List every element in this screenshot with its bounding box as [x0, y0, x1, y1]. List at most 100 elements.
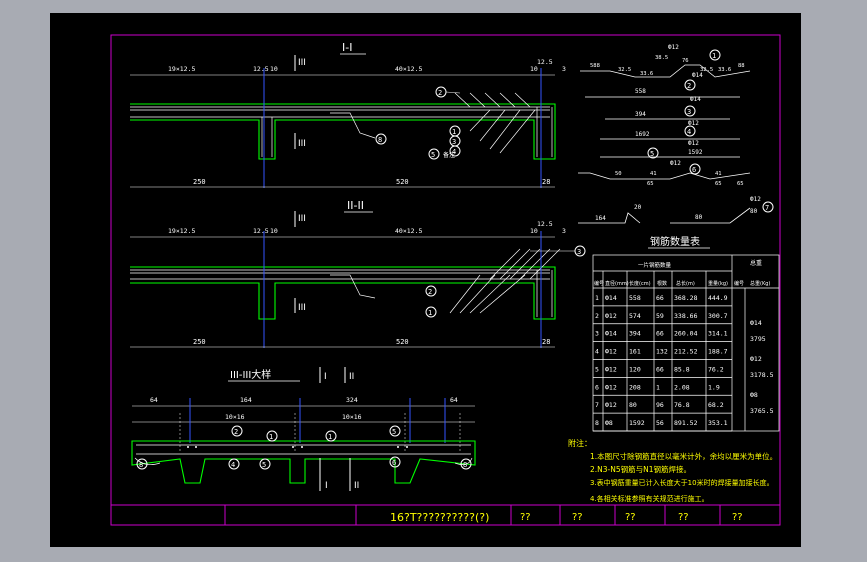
bar-seg: 76	[682, 58, 689, 64]
bar-spec: Ф14	[690, 96, 701, 103]
bar-spec: Ф12	[688, 140, 699, 147]
table-cell: Ф12	[605, 383, 617, 391]
table-cell: Ф12	[605, 401, 617, 409]
dim-text: 520	[396, 178, 409, 186]
title-block: 16?T??????????(?) ?? ?? ?? ?? ??	[390, 511, 743, 524]
cad-viewport[interactable]: 16?T??????????(?) ?? ?? ?? ?? ?? I-I III…	[50, 13, 801, 547]
title-block-main: 16?T??????????(?)	[390, 511, 489, 524]
bar-id: 7	[765, 204, 769, 212]
section-ii-ii: II-II III III 19×12.5 12.5 10 40×12.5 10…	[130, 199, 586, 348]
table-cell: Ф12	[605, 312, 617, 320]
table-cell: Ф12	[605, 348, 617, 356]
table-header: 长度(cm)	[629, 280, 651, 287]
dim-text: 10	[530, 65, 538, 73]
notes-heading: 附注：	[568, 438, 592, 448]
table-cell: 394	[629, 330, 641, 338]
table-header: 总重(Kg)	[750, 280, 770, 287]
callout-bubble: 8	[463, 461, 467, 469]
table-cell: 208	[629, 383, 641, 391]
bar-id: 5	[650, 150, 654, 158]
table-cell: 68.2	[708, 401, 724, 409]
bar-id: 1	[712, 52, 716, 60]
table-cell: Ф14	[605, 294, 617, 302]
dim-text: 64	[450, 396, 458, 404]
bar-seg: 65	[647, 181, 654, 187]
table-cell: 558	[629, 294, 641, 302]
table-group-header: 一片钢筋数量	[638, 261, 672, 269]
table-header: 根数	[657, 280, 667, 287]
bar-seg: 41	[715, 171, 722, 177]
section-iii-iii-detail: III-III大样 I II 64 164 324 64 10×16 10×16…	[131, 367, 476, 491]
bar-spec: Ф12	[670, 160, 681, 167]
callout-bubble: 5	[431, 151, 435, 159]
dim-text: 12.5	[253, 227, 269, 235]
table-title: 钢筋数量表	[650, 235, 700, 248]
table-total: Ф8	[750, 391, 758, 399]
dim-text: 10×16	[225, 413, 245, 421]
table-cell: Ф8	[605, 419, 613, 427]
bar-id: 6	[692, 166, 696, 174]
dim-text: 250	[193, 178, 206, 186]
drawing-canvas[interactable]: 16?T??????????(?) ?? ?? ?? ?? ?? I-I III…	[50, 13, 801, 547]
table-cell: 8	[595, 419, 599, 427]
callout-bubble: 8	[139, 461, 143, 469]
drawing-frame	[110, 34, 781, 526]
table-cell: 4	[595, 348, 599, 356]
table-total: Ф14	[750, 319, 762, 327]
title-block-cell: ??	[520, 512, 531, 523]
bar-shape-details: 1 Ф12 588 32.5 33.6 76 38.5 32.5 33.6 88…	[578, 44, 774, 224]
bar-seg: 32.5	[618, 67, 631, 73]
cut-label: II	[354, 481, 359, 491]
callout-bubble: 1	[328, 433, 332, 441]
bar-seg: 558	[635, 88, 646, 95]
dim-text: 250	[193, 338, 206, 346]
callout-bubble: 2	[428, 288, 432, 296]
table-cell: 1592	[629, 419, 645, 427]
bar-spec: Ф12	[750, 196, 761, 203]
table-cell: 76.2	[708, 365, 724, 373]
note-item: 2.N3-N5钢筋与N1钢筋焊接。	[590, 464, 691, 474]
table-header: 重量(kg)	[708, 280, 728, 287]
bar-seg: 164	[595, 215, 606, 222]
callout-bubble: 1	[428, 309, 432, 317]
dim-text: 10×16	[342, 413, 362, 421]
dim-text: 40×12.5	[395, 65, 422, 73]
bar-id: 2	[687, 82, 691, 90]
bar-seg: 80	[695, 214, 703, 221]
table-cell: 2.08	[674, 383, 690, 391]
table-cell: 59	[656, 312, 664, 320]
callout-bubble: 3	[577, 248, 581, 256]
table-total: 3765.5	[750, 407, 774, 415]
bar-seg: 394	[635, 111, 646, 118]
table-cell: 368.28	[674, 294, 698, 302]
table-cell: 353.1	[708, 419, 728, 427]
cut-label: II	[349, 372, 354, 382]
table-total: 3795	[750, 335, 766, 343]
callout-bubble: 1	[452, 128, 456, 136]
table-cell: 314.1	[708, 330, 728, 338]
dim-text: 40×12.5	[395, 227, 422, 235]
dim-text: 19×12.5	[168, 227, 195, 235]
bar-seg: 1592	[688, 149, 703, 156]
callout-bubble: 3	[452, 138, 456, 146]
table-cell: 338.66	[674, 312, 698, 320]
bar-seg: 20	[634, 204, 642, 211]
dim-text: 10	[270, 65, 278, 73]
table-cell: 66	[656, 330, 664, 338]
bar-id: 4	[687, 128, 691, 136]
table-cell: 76.8	[674, 401, 690, 409]
cut-label: III	[298, 139, 306, 149]
bar-spec: Ф12	[688, 120, 699, 127]
section-i-i: I-I III III 19×12.5 12.5 10 40×12.5 10 1…	[130, 41, 566, 188]
table-total: 3178.5	[750, 371, 774, 379]
table-cell: 574	[629, 312, 641, 320]
dim-text: 324	[346, 396, 358, 404]
dim-text: 19×12.5	[168, 65, 195, 73]
note-item: 1.本图尺寸除钢筋直径以毫米计外，余均以厘米为单位。	[590, 451, 777, 461]
bar-seg: 38.5	[655, 55, 668, 61]
table-cell: 66	[656, 294, 664, 302]
table-cell: 5	[595, 365, 599, 373]
table-cell: 6	[595, 383, 599, 391]
dim-text: 10	[270, 227, 278, 235]
bar-seg: 41	[650, 171, 657, 177]
